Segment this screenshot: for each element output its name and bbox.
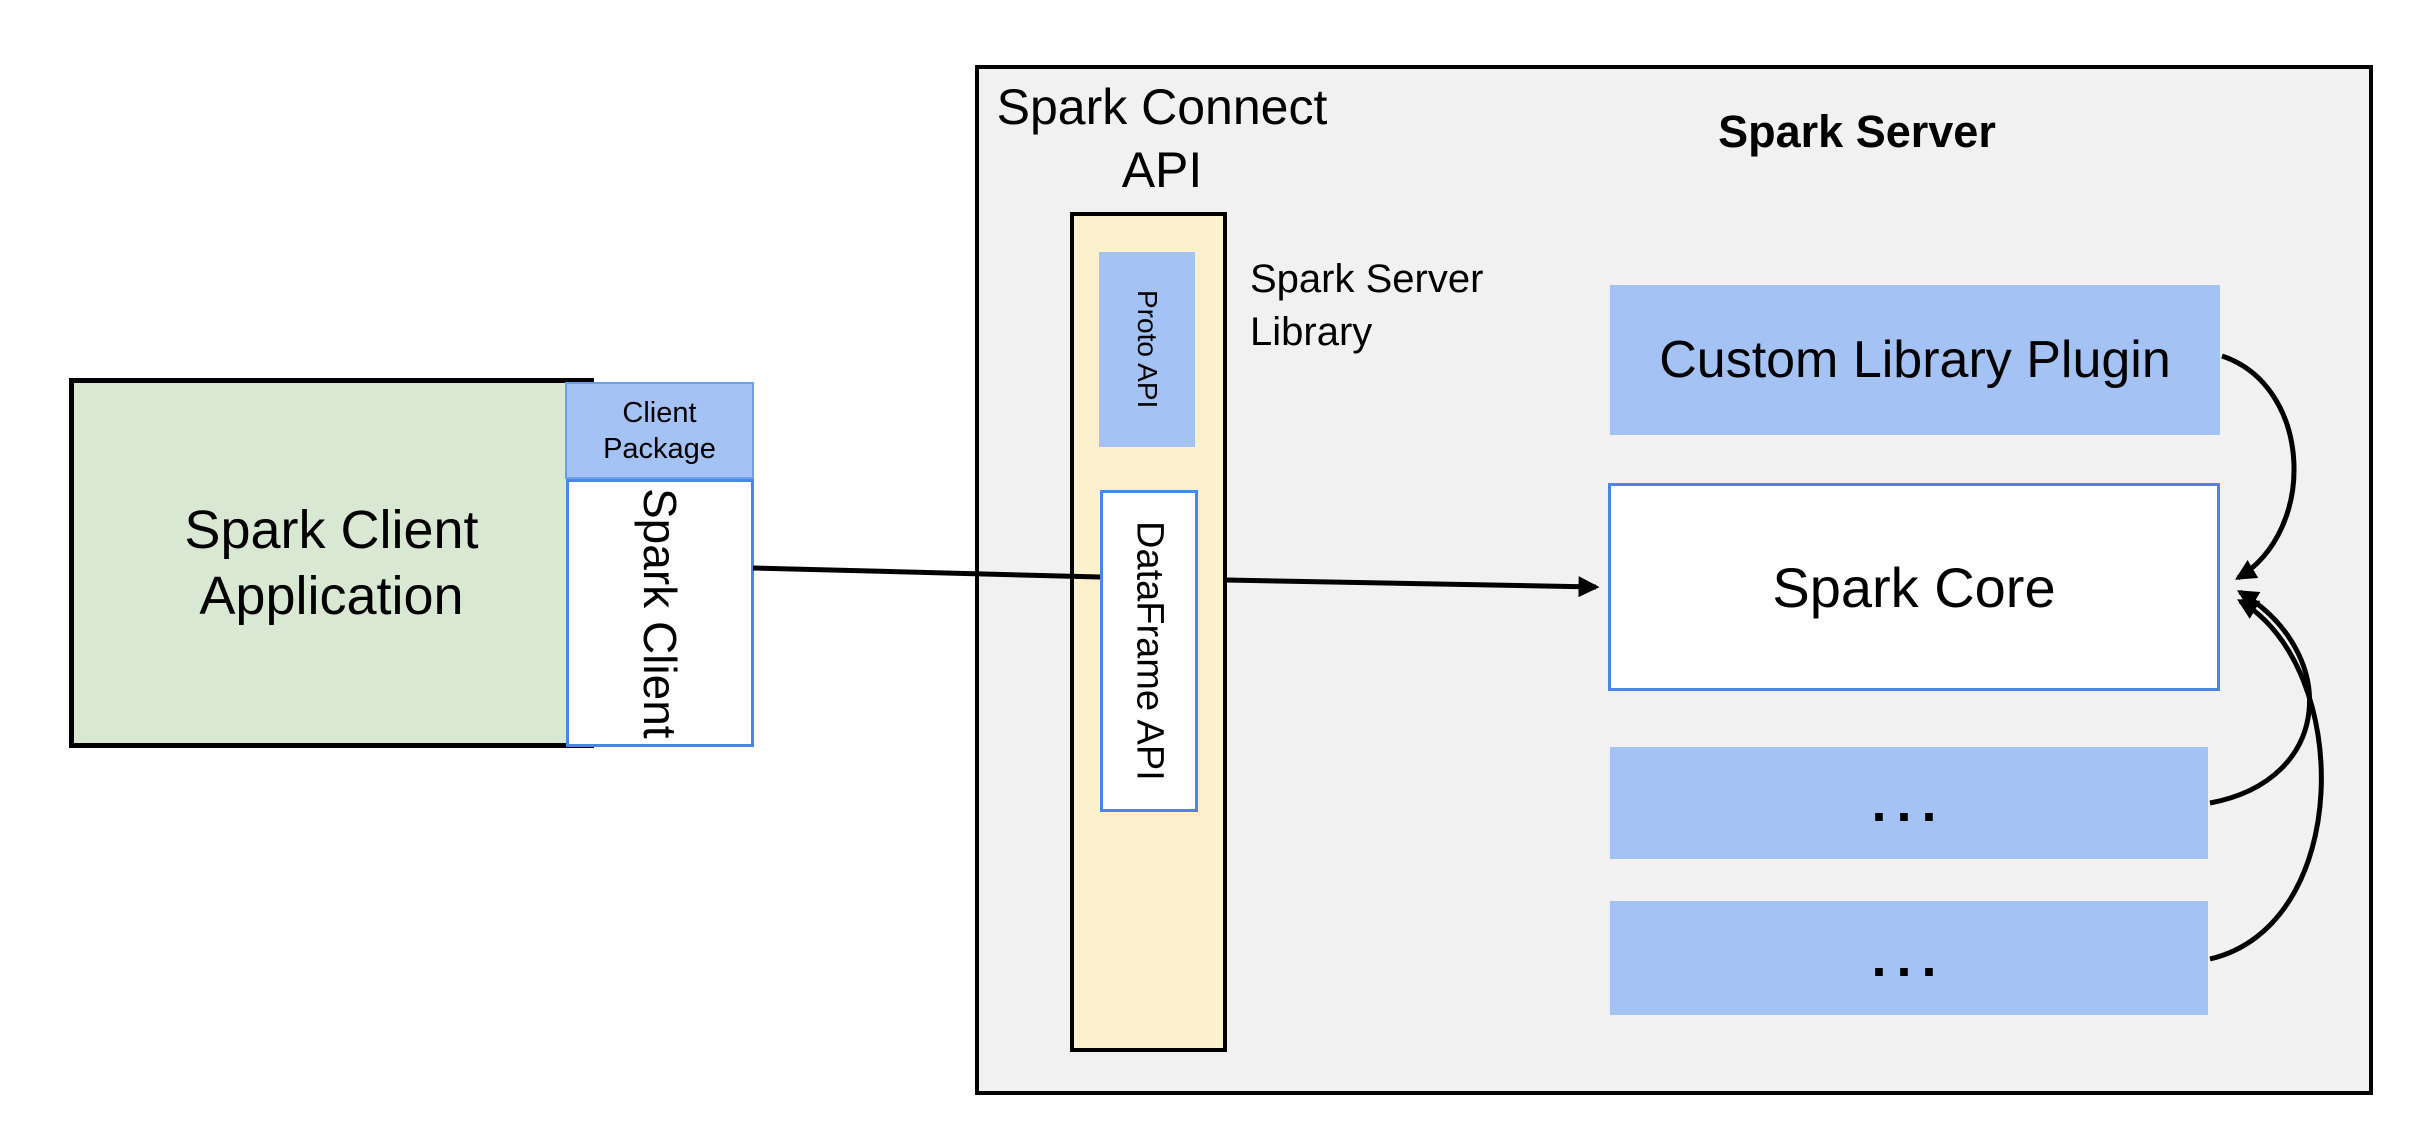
spark-server-library-label: Spark Server Library [1250, 257, 1484, 354]
dataframe-api-box: DataFrame API [1100, 490, 1198, 812]
client-package-box: Client Package [565, 382, 754, 479]
spark-connect-api-title: Spark Connect API [996, 79, 1328, 198]
custom-library-plugin-label: Custom Library Plugin [1659, 331, 2171, 389]
plugin-slot-1-label: ... [1871, 773, 1947, 833]
proto-api-label: Proto API [1132, 290, 1163, 409]
spark-client-application-box: Spark Client Application [69, 378, 594, 748]
spark-client-box: Spark Client [566, 479, 754, 747]
spark-client-application-label: Spark Client Application [184, 500, 479, 626]
plugin-slot-2-box: ... [1610, 901, 2208, 1015]
client-package-label: Client Package [603, 396, 716, 465]
spark-server-title: Spark Server [1718, 106, 1996, 157]
custom-library-plugin-box: Custom Library Plugin [1610, 285, 2220, 435]
spark-core-label: Spark Core [1772, 555, 2056, 619]
spark-core-box: Spark Core [1608, 483, 2220, 691]
proto-api-box: Proto API [1099, 252, 1195, 447]
dataframe-api-label: DataFrame API [1128, 521, 1171, 781]
spark-client-label: Spark Client [634, 487, 686, 739]
plugin-slot-2-label: ... [1871, 928, 1947, 988]
plugin-slot-1-box: ... [1610, 747, 2208, 859]
